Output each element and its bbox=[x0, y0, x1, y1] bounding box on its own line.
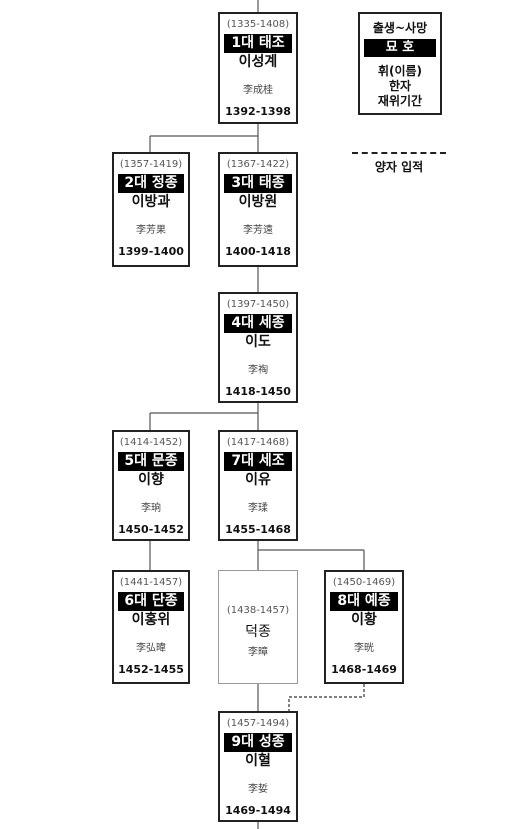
node-deokjong[interactable]: (1438-1457) 덕종 李暲 bbox=[218, 570, 298, 684]
node-hanja: 李芳遠 bbox=[243, 225, 273, 236]
node-years: (1397-1450) bbox=[226, 299, 290, 310]
node-years: (1441-1457) bbox=[119, 577, 183, 588]
node-name: 이홍위 bbox=[131, 612, 171, 628]
node-title: 2대 정종 bbox=[118, 174, 184, 193]
node-years: (1335-1408) bbox=[226, 19, 290, 30]
node-years: (1457-1494) bbox=[226, 718, 290, 729]
legend-title-label: 묘 호 bbox=[364, 39, 436, 57]
node-name: 이황 bbox=[351, 612, 377, 628]
node-reign: 1418-1450 bbox=[225, 385, 291, 398]
node-reign: 1399-1400 bbox=[118, 245, 184, 258]
node-name: 이방원 bbox=[238, 194, 278, 210]
node-yejong[interactable]: (1450-1469) 8대 예종 이황 李晄 1468-1469 bbox=[324, 570, 404, 684]
node-years: (1367-1422) bbox=[226, 159, 290, 170]
legend-hanja-label: 한자 bbox=[388, 79, 412, 93]
node-name: 이향 bbox=[138, 472, 164, 488]
node-title: 3대 태종 bbox=[224, 174, 292, 193]
node-jeongjong[interactable]: (1357-1419) 2대 정종 이방과 李芳果 1399-1400 bbox=[112, 152, 190, 267]
node-reign: 1468-1469 bbox=[331, 663, 397, 676]
node-reign: 1392-1398 bbox=[225, 105, 291, 118]
node-years: (1438-1457) bbox=[226, 605, 290, 616]
node-hanja: 李娎 bbox=[248, 784, 268, 795]
legend-name-label: 휘(이름) bbox=[377, 64, 423, 78]
node-title: 4대 세종 bbox=[224, 314, 292, 333]
node-name: 이도 bbox=[245, 334, 271, 350]
node-reign: 1469-1494 bbox=[225, 804, 291, 817]
adoption-dashed-line bbox=[288, 684, 365, 711]
node-years: (1417-1468) bbox=[226, 437, 290, 448]
node-reign: 1400-1418 bbox=[225, 245, 291, 258]
legend-box: 출생~사망 묘 호 휘(이름) 한자 재위기간 bbox=[358, 12, 442, 115]
node-title: 1대 태조 bbox=[224, 34, 292, 53]
node-munjong[interactable]: (1414-1452) 5대 문종 이향 李珦 1450-1452 bbox=[112, 430, 190, 541]
node-reign: 1455-1468 bbox=[225, 523, 291, 536]
node-danjong[interactable]: (1441-1457) 6대 단종 이홍위 李弘暐 1452-1455 bbox=[112, 570, 190, 684]
node-hanja: 李珦 bbox=[141, 503, 161, 514]
node-name: 덕종 bbox=[245, 624, 271, 640]
node-hanja: 李晄 bbox=[354, 643, 374, 654]
node-hanja: 李暲 bbox=[248, 647, 268, 658]
node-hanja: 李弘暐 bbox=[136, 643, 166, 654]
node-name: 이방과 bbox=[131, 194, 171, 210]
node-hanja: 李成桂 bbox=[243, 85, 273, 96]
legend-reign-label: 재위기간 bbox=[377, 94, 423, 108]
node-name: 이성계 bbox=[238, 54, 278, 70]
node-title: 6대 단종 bbox=[118, 592, 184, 611]
node-title: 7대 세조 bbox=[224, 452, 292, 471]
node-hanja: 李瑈 bbox=[248, 503, 268, 514]
node-years: (1357-1419) bbox=[119, 159, 183, 170]
node-name: 이혈 bbox=[245, 753, 271, 769]
node-taejo[interactable]: (1335-1408) 1대 태조 이성계 李成桂 1392-1398 bbox=[218, 12, 298, 124]
node-taejong[interactable]: (1367-1422) 3대 태종 이방원 李芳遠 1400-1418 bbox=[218, 152, 298, 267]
node-sejo[interactable]: (1417-1468) 7대 세조 이유 李瑈 1455-1468 bbox=[218, 430, 298, 541]
node-title: 8대 예종 bbox=[330, 592, 398, 611]
node-years: (1414-1452) bbox=[119, 437, 183, 448]
node-seongjong[interactable]: (1457-1494) 9대 성종 이혈 李娎 1469-1494 bbox=[218, 711, 298, 822]
node-name: 이유 bbox=[245, 472, 271, 488]
node-hanja: 李芳果 bbox=[136, 225, 166, 236]
node-title: 9대 성종 bbox=[224, 733, 292, 752]
adoption-legend-label: 양자 입적 bbox=[374, 160, 424, 174]
legend-years-label: 출생~사망 bbox=[372, 21, 428, 35]
node-title: 5대 문종 bbox=[118, 452, 184, 471]
node-reign: 1452-1455 bbox=[118, 663, 184, 676]
node-hanja: 李祹 bbox=[248, 365, 268, 376]
adoption-legend: 양자 입적 bbox=[352, 152, 446, 175]
node-reign: 1450-1452 bbox=[118, 523, 184, 536]
node-sejong[interactable]: (1397-1450) 4대 세종 이도 李祹 1418-1450 bbox=[218, 292, 298, 403]
node-years: (1450-1469) bbox=[332, 577, 396, 588]
adoption-legend-dash bbox=[352, 152, 446, 154]
